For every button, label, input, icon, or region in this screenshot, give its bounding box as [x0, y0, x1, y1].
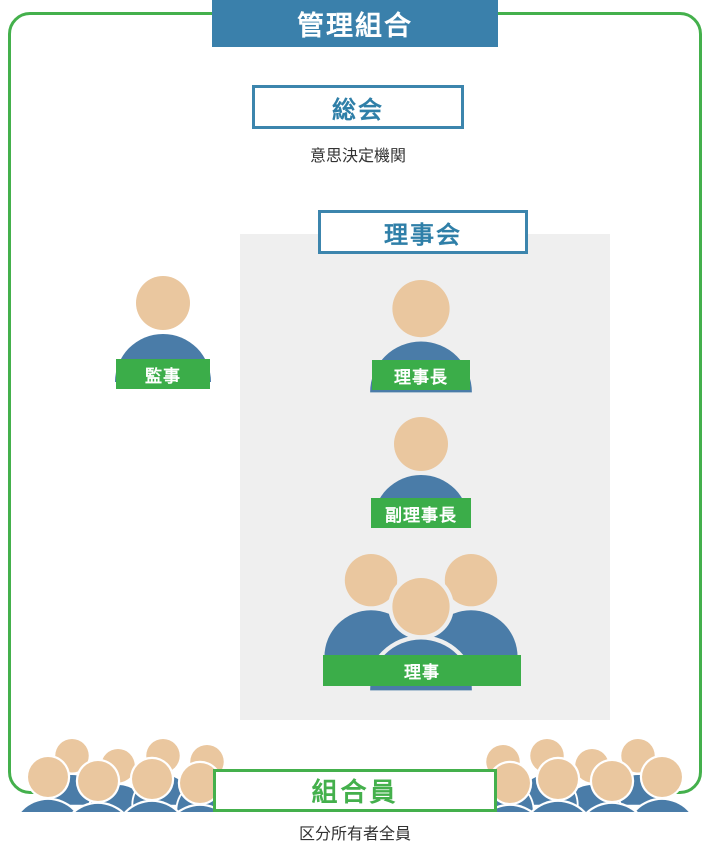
- member-person-icon: [522, 759, 594, 812]
- members-box: 組合員: [213, 769, 497, 812]
- member-person-icon: [116, 759, 188, 812]
- directors-label: 理事: [323, 655, 521, 686]
- general-meeting-caption: 意思決定機関: [309, 146, 406, 165]
- vice-chairman-label: 副理事長: [371, 498, 471, 528]
- member-person-icon: [626, 757, 692, 812]
- auditor-label: 監事: [116, 359, 210, 389]
- members-caption: 区分所有者全員: [298, 824, 411, 843]
- members-crowd-left: [18, 735, 236, 812]
- chairman-label: 理事長: [372, 360, 470, 390]
- member-person-icon: [576, 761, 648, 812]
- board-box: 理事会: [318, 210, 528, 254]
- general-meeting-box: 総会: [252, 85, 464, 129]
- member-person-icon: [62, 761, 134, 812]
- members-crowd-right: [474, 735, 692, 812]
- title-banner: 管理組合: [212, 0, 498, 47]
- member-person-icon: [18, 757, 84, 812]
